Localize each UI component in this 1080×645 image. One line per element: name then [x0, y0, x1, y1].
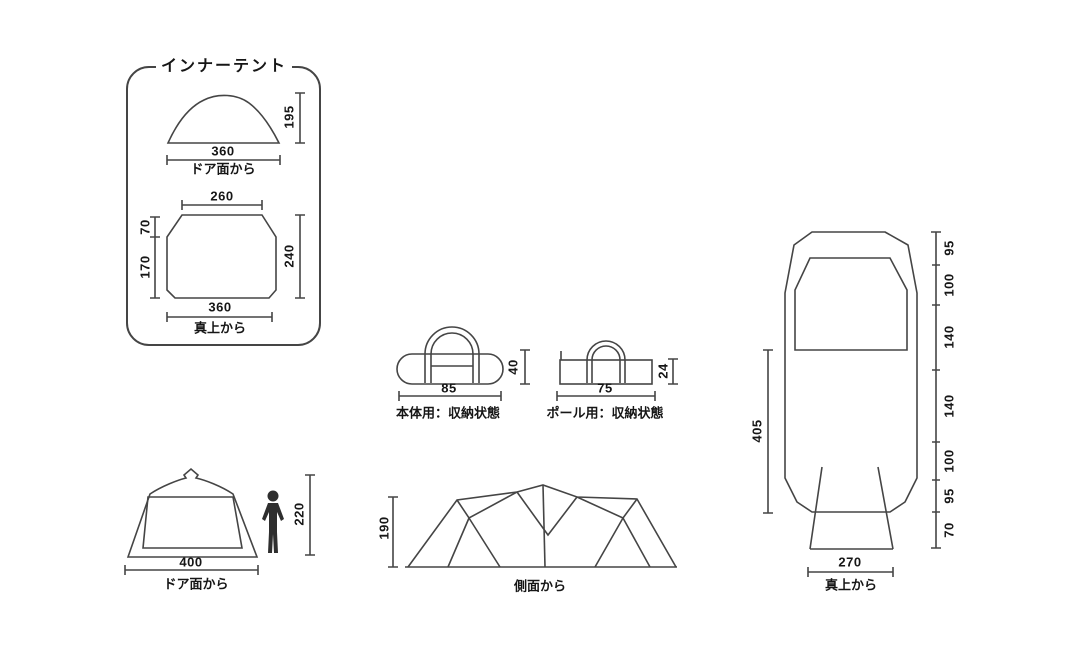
- dim-inner-top-side: 170: [137, 255, 153, 279]
- top-view-caption: 真上から: [824, 577, 878, 593]
- dim-top-segment-6: 95: [941, 488, 957, 504]
- inner-top-caption: 真上から: [193, 320, 247, 336]
- side-view-drawing: [388, 484, 677, 568]
- dim-top-width: 270: [838, 554, 862, 570]
- dim-person-height: 220: [291, 502, 307, 526]
- main-bag-label: 本体用：収納状態: [395, 405, 501, 421]
- inner-tent-top-view-drawing: [150, 200, 305, 322]
- dim-pole-bag-height: 24: [655, 363, 671, 379]
- inner-tent-front-view-drawing: [166, 92, 305, 165]
- person-icon: [262, 490, 284, 553]
- top-view-drawing: [763, 231, 941, 577]
- dim-pole-bag-width: 75: [597, 380, 613, 396]
- dim-inner-front-height: 195: [281, 105, 297, 129]
- inner-tent-title: インナーテント: [155, 59, 293, 75]
- dim-side-height: 190: [376, 516, 392, 540]
- side-view-caption: 側面から: [513, 578, 567, 594]
- dim-top-segment-3: 140: [941, 325, 957, 349]
- dim-main-bag-height: 40: [505, 359, 521, 375]
- dim-inner-front-width: 360: [211, 143, 235, 159]
- dim-front-width: 400: [179, 554, 203, 570]
- dim-inner-top-bottomwidth: 360: [208, 299, 232, 315]
- pole-bag-label: ポール用：収納状態: [546, 405, 664, 421]
- outer-front-view-drawing: [124, 467, 315, 575]
- dim-top-segment-4: 140: [941, 394, 957, 418]
- dim-inner-top-depth: 240: [281, 244, 297, 268]
- dim-top-segment-1: 95: [941, 240, 957, 256]
- front-view-caption: ドア面から: [163, 576, 229, 592]
- dim-main-bag-width: 85: [441, 380, 457, 396]
- dim-top-segment-7: 70: [941, 522, 957, 538]
- inner-front-caption: ドア面から: [190, 161, 256, 177]
- dim-inner-top-offset: 70: [137, 219, 153, 235]
- pole-bag-drawing: [556, 340, 678, 401]
- dim-top-length: 405: [749, 419, 765, 443]
- dim-top-segment-5: 100: [941, 449, 957, 473]
- dim-top-segment-2: 100: [941, 273, 957, 297]
- dim-inner-top-topwidth: 260: [210, 188, 234, 204]
- main-bag-drawing: [396, 326, 530, 401]
